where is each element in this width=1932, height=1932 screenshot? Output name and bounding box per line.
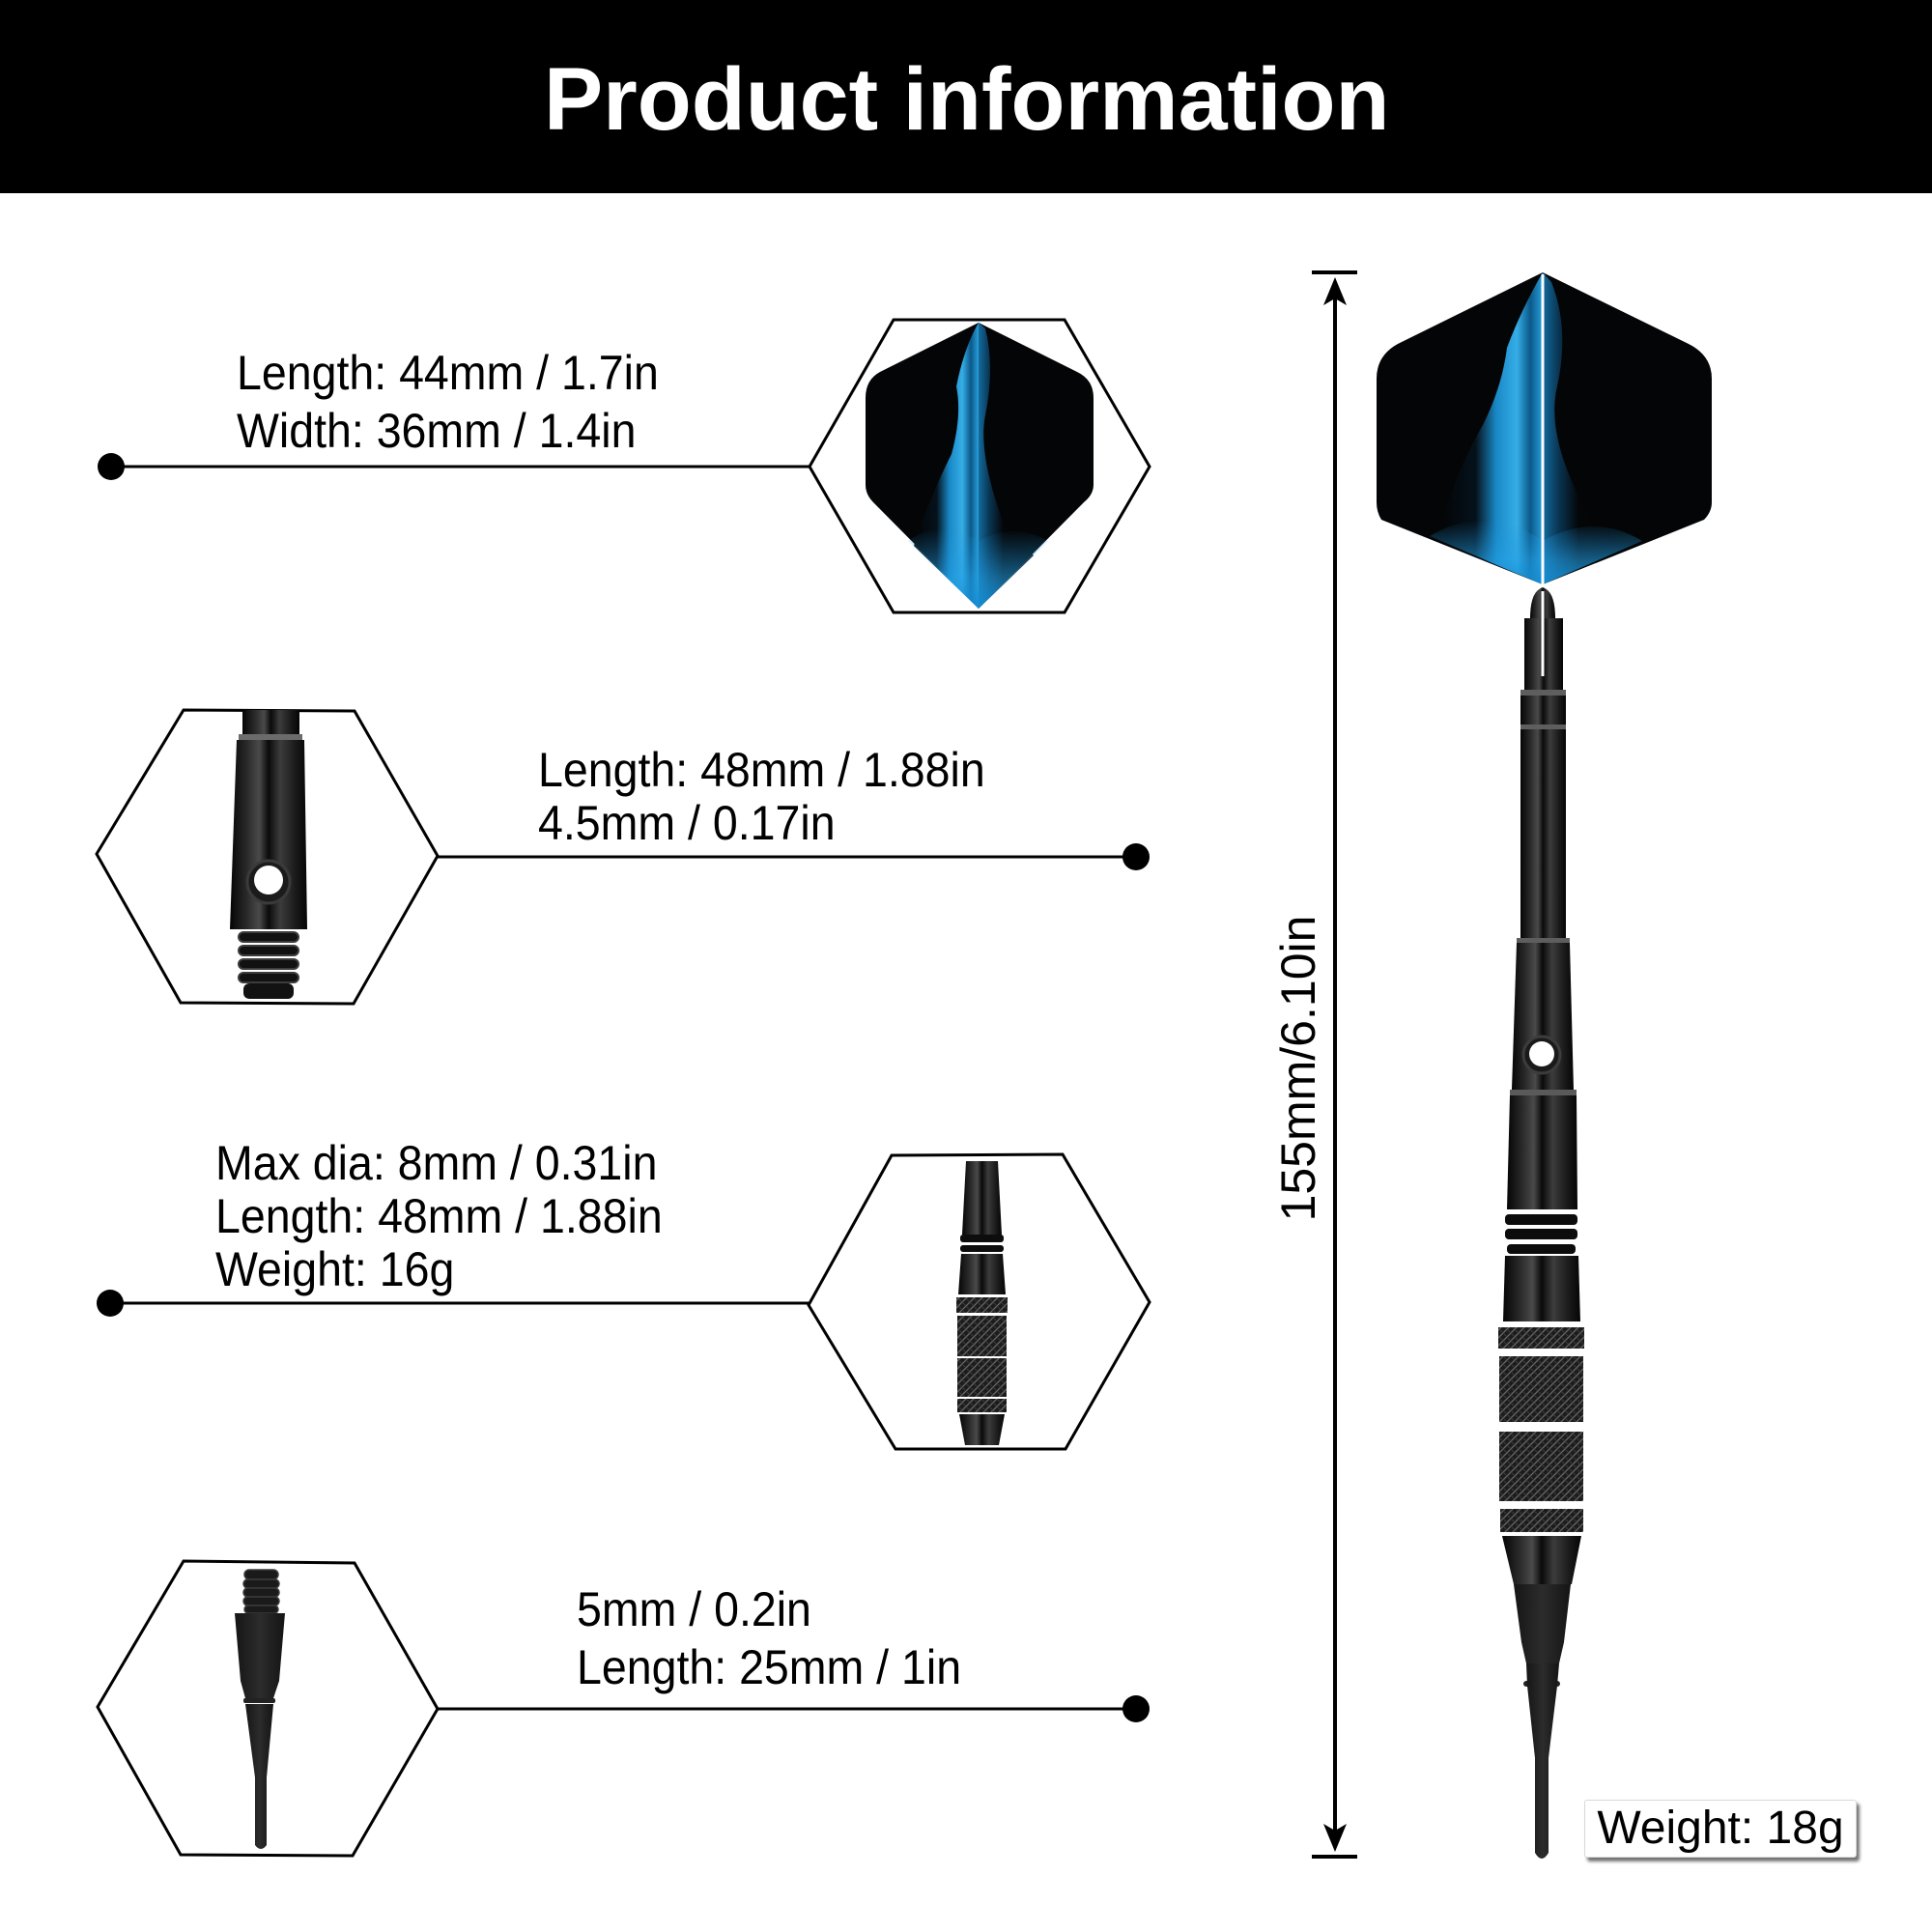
spec-flight: Length: 44mm / 1.7in Width: 36mm / 1.4in — [237, 344, 659, 460]
callout-barrel — [97, 1152, 1151, 1451]
dart-flight-icon — [866, 323, 1094, 609]
spec-barrel-weight: Weight: 16g — [215, 1242, 455, 1296]
spec-shaft: Length: 48mm / 1.88in 4.5mm / 0.17in — [538, 741, 985, 850]
dart-shaft-icon — [230, 710, 307, 999]
callout-flight — [98, 318, 1151, 614]
spec-barrel-length: Length: 48mm / 1.88in — [215, 1189, 663, 1243]
dart-tip-icon — [235, 1569, 285, 1849]
page-title: Product information — [544, 50, 1390, 149]
callout-shaft — [95, 708, 1150, 1006]
length-dimension-arrow — [1312, 270, 1357, 1859]
spec-flight-length: Length: 44mm / 1.7in — [237, 346, 659, 400]
spec-flight-width: Width: 36mm / 1.4in — [237, 404, 637, 458]
total-weight-badge: Weight: 18g — [1584, 1800, 1857, 1858]
full-dart-image — [1377, 272, 1712, 1859]
spec-tip-diameter: 5mm / 0.2in — [577, 1582, 811, 1636]
spec-tip: 5mm / 0.2in Length: 25mm / 1in — [577, 1580, 961, 1696]
full-dart-flight — [1377, 272, 1712, 618]
dart-barrel-icon — [956, 1161, 1008, 1445]
spec-tip-length: Length: 25mm / 1in — [577, 1640, 962, 1694]
total-length-label: 155mm/6.10in — [1271, 915, 1325, 1222]
spec-shaft-length: Length: 48mm / 1.88in — [538, 743, 985, 797]
spec-barrel: Max dia: 8mm / 0.31in Length: 48mm / 1.8… — [215, 1134, 663, 1296]
header-banner — [0, 0, 1932, 193]
spec-shaft-diameter: 4.5mm / 0.17in — [538, 796, 836, 850]
callout-tip — [96, 1559, 1150, 1858]
spec-barrel-max-dia: Max dia: 8mm / 0.31in — [215, 1136, 658, 1190]
